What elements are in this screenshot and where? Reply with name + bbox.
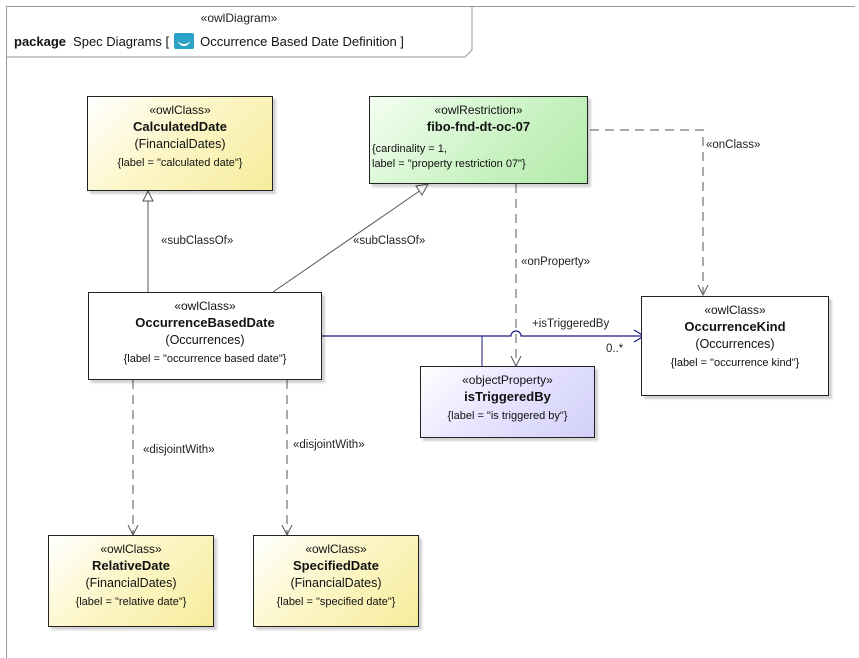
stereotype: «owlClass» [704,303,766,317]
owl-diagram-icon [174,33,195,49]
stereotype: «owlClass» [174,299,236,313]
stereotype: «owlClass» [100,542,162,556]
tagged-value: {label = "occurrence based date"} [123,353,287,365]
class-package: (FinancialDates) [85,576,177,590]
multiplicity-label: 0..* [606,343,624,355]
class-calculated-date[interactable]: «owlClass» CalculatedDate (FinancialDate… [87,96,273,191]
subclass-edge-restriction [272,189,422,293]
class-name: SpecifiedDate [293,558,379,573]
class-occurrence-kind[interactable]: «owlClass» OccurrenceKind (Occurrences) … [641,296,829,396]
class-relative-date[interactable]: «owlClass» RelativeDate (FinancialDates)… [48,535,214,627]
diagram-name: Occurrence Based Date Definition ] [200,33,404,49]
onclass-arrowhead [697,284,709,297]
onclass-label: «onClass» [706,139,761,151]
onproperty-label: «onProperty» [521,256,591,268]
class-name: CalculatedDate [133,119,227,134]
tagged-value: {label = "relative date"} [75,596,187,608]
tagged-value-cardinality: {cardinality = 1, [372,143,447,155]
stereotype: «owlClass» [149,103,211,117]
restriction-name: fibo-fnd-dt-oc-07 [426,119,531,134]
class-package: (Occurrences) [165,333,245,347]
disjoint-label-relative: «disjointWith» [143,444,215,456]
subclass-label-restriction: «subClassOf» [353,235,426,247]
package-tab: «owlDiagram» package Spec Diagrams [ Occ… [6,6,472,57]
stereotype: «owlRestriction» [434,103,523,117]
tagged-value: {label = "calculated date"} [117,157,243,169]
generalization-arrowhead-calculated [142,189,154,202]
disjoint-label-specified: «disjointWith» [293,439,365,451]
package-title: package Spec Diagrams [ Occurrence Based… [14,33,404,49]
restriction-fibo-fnd-dt-oc-07[interactable]: «owlRestriction» fibo-fnd-dt-oc-07 {card… [369,96,588,184]
class-package: (Occurrences) [695,337,775,351]
tagged-value-label: label = "property restriction 07"} [372,158,526,170]
association-edge [322,330,644,337]
stereotype: «objectProperty» [462,373,553,387]
onclass-edge [590,129,704,293]
package-tab-outline [6,6,473,58]
property-name: isTriggeredBy [464,389,551,404]
class-name: OccurrenceKind [684,319,786,334]
tagged-value: {label = "is triggered by"} [447,410,568,422]
class-specified-date[interactable]: «owlClass» SpecifiedDate (FinancialDates… [253,535,419,627]
object-property-is-triggered-by[interactable]: «objectProperty» isTriggeredBy {label = … [420,366,595,438]
stereotype: «owlClass» [305,542,367,556]
package-name: Spec Diagrams [ [73,33,170,49]
class-package: (FinancialDates) [290,576,382,590]
tagged-value: {label = "occurrence kind"} [670,357,800,369]
tagged-value: {label = "specified date"} [276,596,396,608]
class-package: (FinancialDates) [134,137,226,151]
package-frame [6,6,855,658]
class-name: RelativeDate [91,558,171,573]
package-keyword: package [14,33,67,49]
generalization-arrowhead-restriction [415,183,429,196]
subclass-label-calculated: «subClassOf» [161,235,234,247]
association-role-label: +isTriggeredBy [532,318,610,330]
class-occurrence-based-date[interactable]: «owlClass» OccurrenceBasedDate (Occurren… [88,292,322,380]
class-name: OccurrenceBasedDate [135,315,275,330]
package-stereotype: «owlDiagram» [200,11,278,25]
